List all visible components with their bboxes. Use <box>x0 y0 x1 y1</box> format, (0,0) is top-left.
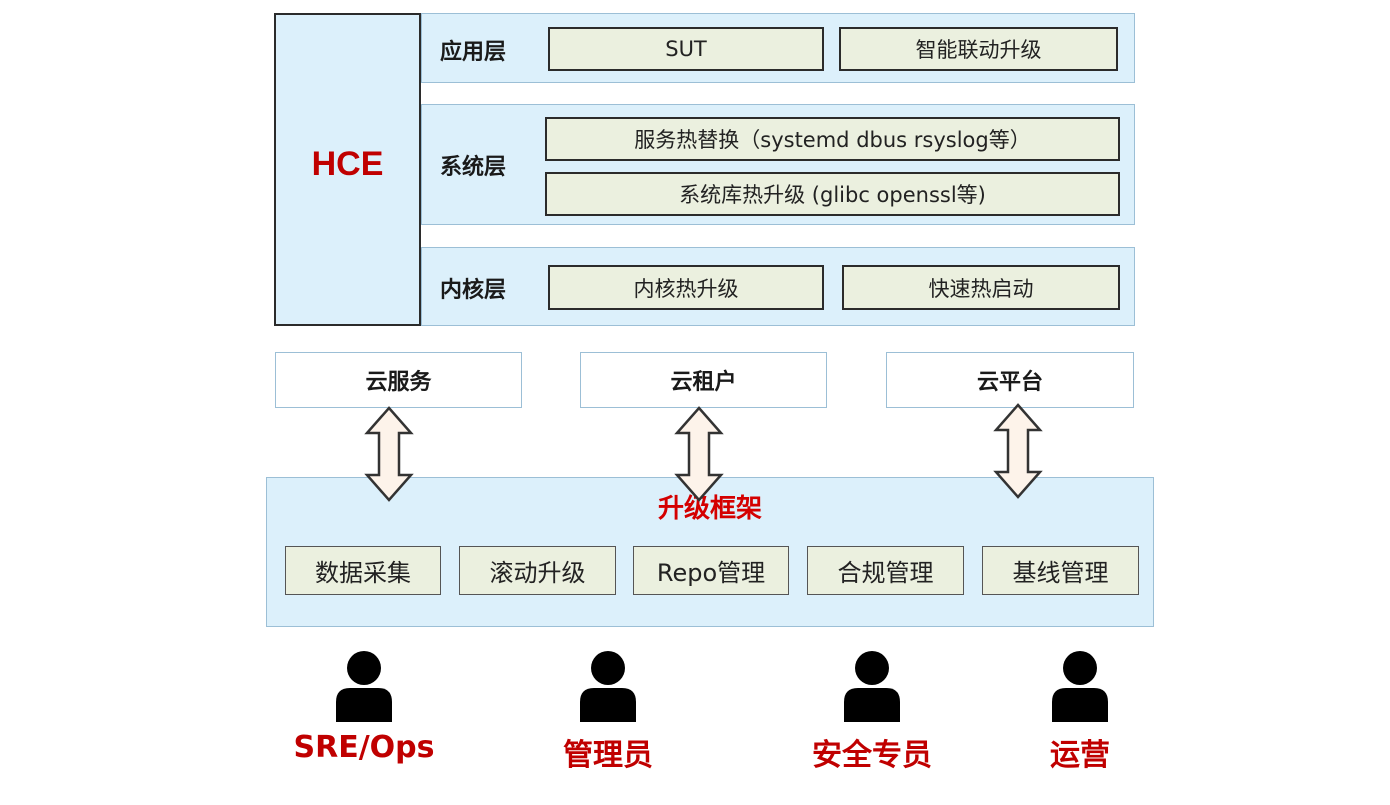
upgrade-framework-title: 升级框架 <box>657 494 762 524</box>
hce-box: HCE <box>274 13 421 326</box>
baseline-management-item: 基线管理 <box>982 546 1139 595</box>
cloud-tenant-box: 云租户 <box>580 352 827 408</box>
cloud-service-box: 云服务 <box>275 352 522 408</box>
cloud-platform-box: 云平台 <box>886 352 1134 408</box>
double-vertical-arrow-icon <box>364 406 414 502</box>
kernel-layer-label: 内核层 <box>440 278 507 303</box>
data-collection-item: 数据采集 <box>285 546 441 595</box>
repo-management-item: Repo管理 <box>633 546 789 595</box>
role-sre-ops-label: SRE/Ops <box>293 730 435 765</box>
system-layer-label: 系统层 <box>440 155 507 180</box>
compliance-management-item: 合规管理 <box>807 546 964 595</box>
double-vertical-arrow-icon <box>993 403 1043 499</box>
role-admin-label: 管理员 <box>563 738 653 773</box>
system-layer: 系统层 服务热替换（systemd dbus rsyslog等） 系统库热升级 … <box>421 104 1135 225</box>
person-icon <box>1052 651 1108 722</box>
hce-title: HCE <box>311 145 384 183</box>
application-layer-label: 应用层 <box>440 40 507 65</box>
role-operations-label: 运营 <box>1050 738 1110 773</box>
rolling-upgrade-item: 滚动升级 <box>459 546 616 595</box>
fast-hot-boot-item: 快速热启动 <box>842 265 1120 310</box>
service-hot-replace-item: 服务热替换（systemd dbus rsyslog等） <box>545 117 1120 161</box>
upgrade-framework-panel: 升级框架 数据采集 滚动升级 Repo管理 合规管理 基线管理 <box>266 477 1154 627</box>
kernel-hot-upgrade-item: 内核热升级 <box>548 265 824 310</box>
kernel-layer: 内核层 内核热升级 快速热启动 <box>421 247 1135 326</box>
sut-item: SUT <box>548 27 824 71</box>
application-layer: 应用层 SUT 智能联动升级 <box>421 13 1135 83</box>
person-icon <box>580 651 636 722</box>
system-lib-hot-upgrade-item: 系统库热升级 (glibc openssl等) <box>545 172 1120 216</box>
role-security-specialist-label: 安全专员 <box>812 738 932 773</box>
person-icon <box>336 651 392 722</box>
person-icon <box>844 651 900 722</box>
smart-linkage-upgrade-item: 智能联动升级 <box>839 27 1118 71</box>
double-vertical-arrow-icon <box>674 406 724 502</box>
